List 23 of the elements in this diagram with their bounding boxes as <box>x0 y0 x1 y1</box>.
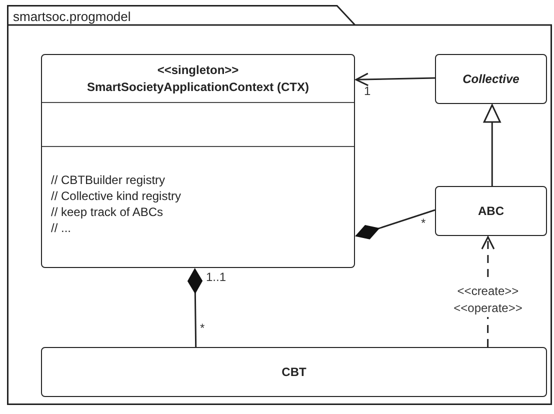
comment-text: // CBTBuilder registry <box>51 172 166 188</box>
class-box <box>435 186 547 236</box>
arrow <box>483 104 501 186</box>
package-name: smartsoc.progmodel <box>13 8 131 26</box>
multiplicity-label: * <box>421 216 426 230</box>
comment-text: // Collective kind registry <box>51 188 182 204</box>
multiplicity-label: 1 <box>364 84 371 98</box>
comment-text: // ... <box>51 220 72 236</box>
comment-text: // keep track of ABCs <box>51 204 164 220</box>
class-name: SmartSocietyApplicationContext (CTX) <box>86 78 310 96</box>
stereotype-text: <<singleton>> <box>157 62 239 78</box>
multiplicity-label: 1..1 <box>206 270 226 284</box>
class-name: CBT <box>282 364 306 381</box>
class-name: ABC <box>478 203 504 220</box>
package-frame <box>7 5 552 405</box>
multiplicity-label: * <box>200 321 205 335</box>
class-box <box>41 347 547 397</box>
class-box <box>435 54 547 104</box>
composition-line <box>188 268 202 347</box>
class-name: Collective <box>462 71 520 88</box>
composition-line <box>356 209 436 240</box>
arrow <box>355 72 436 86</box>
class-box <box>41 54 355 268</box>
